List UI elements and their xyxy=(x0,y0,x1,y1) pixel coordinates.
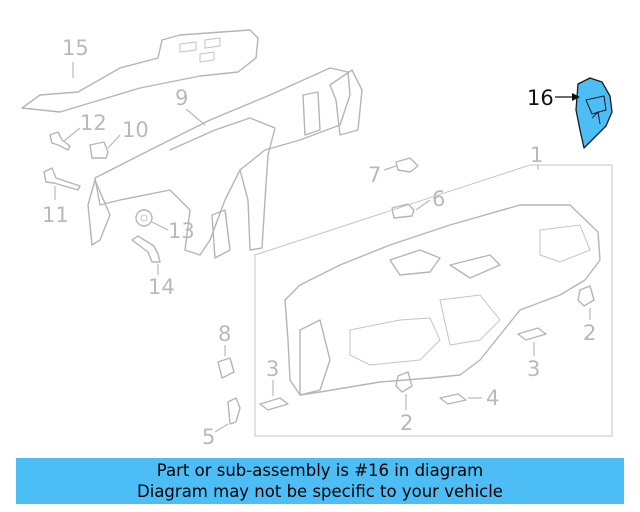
parts-diagram: 15 9 12 10 11 13 14 7 xyxy=(21,29,613,449)
part-14-bolt xyxy=(131,235,161,263)
callout-15: 15 xyxy=(62,36,89,60)
part-4-pad xyxy=(439,393,467,405)
info-banner: Part or sub-assembly is #16 in diagram D… xyxy=(16,458,624,504)
callout-3b: 3 xyxy=(527,357,540,381)
banner-line-2: Diagram may not be specific to your vehi… xyxy=(137,482,503,501)
callout-7: 7 xyxy=(368,163,381,187)
part-12-bolt xyxy=(49,131,71,151)
part-1-dashboard-box xyxy=(254,164,613,437)
part-15-brace xyxy=(21,29,259,113)
callout-8: 8 xyxy=(218,322,231,346)
callout-5: 5 xyxy=(202,425,215,449)
callout-14: 14 xyxy=(148,275,175,299)
callout-13: 13 xyxy=(168,219,195,243)
callout-9: 9 xyxy=(175,86,188,110)
part-16-cover-highlighted xyxy=(575,77,613,149)
callout-4: 4 xyxy=(486,386,499,410)
callout-3a: 3 xyxy=(266,357,279,381)
part-7-bracket xyxy=(395,157,419,173)
callout-6: 6 xyxy=(432,187,445,211)
part-3-pad-left xyxy=(259,397,289,411)
callout-1: 1 xyxy=(530,143,543,167)
part-8-clip xyxy=(217,357,235,379)
callout-10: 10 xyxy=(122,118,149,142)
banner-line-1: Part or sub-assembly is #16 in diagram xyxy=(156,461,484,480)
part-6-clip xyxy=(391,203,415,219)
callout-2a: 2 xyxy=(583,321,596,345)
part-2-clip-bottom xyxy=(395,371,413,393)
part-11-long-bolt xyxy=(43,167,81,191)
part-10-clip xyxy=(89,141,109,159)
callout-11: 11 xyxy=(42,203,69,227)
part-13-nut xyxy=(135,209,153,227)
callout-12: 12 xyxy=(80,111,107,135)
dashboard-panel xyxy=(284,204,601,396)
callout-16-arrow xyxy=(555,93,580,101)
part-3-pad-right xyxy=(517,327,547,341)
part-2-clip-right xyxy=(577,285,595,307)
part-5-screw xyxy=(227,397,241,425)
part-9-crossbeam xyxy=(87,67,363,259)
callout-2b: 2 xyxy=(400,411,413,435)
callout-16: 16 xyxy=(527,86,554,110)
